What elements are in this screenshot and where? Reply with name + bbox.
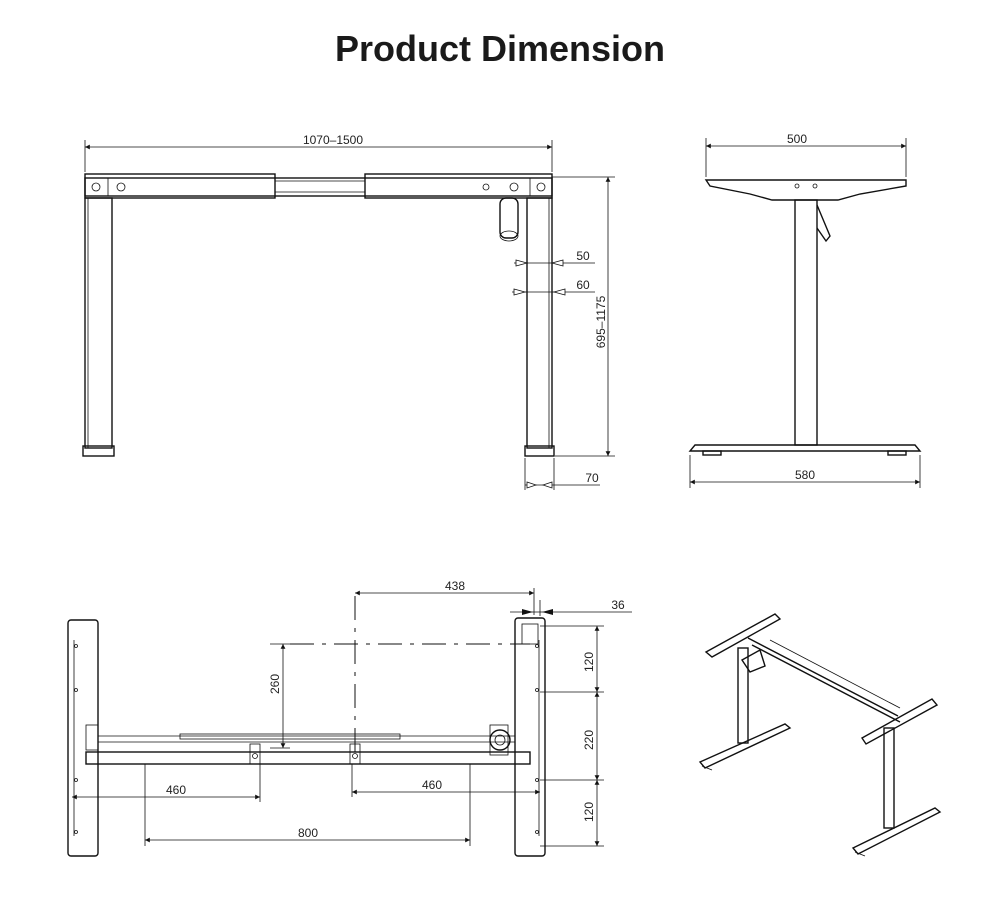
dim-leg-outer: 50 — [576, 249, 590, 263]
dim-width-range: 1070–1500 — [303, 133, 363, 147]
top-view: 438 36 260 120 220 120 460 460 — [67, 579, 632, 857]
front-foot-left — [82, 445, 115, 457]
dim-260: 260 — [268, 674, 282, 694]
dim-base-width: 580 — [795, 468, 815, 482]
top-foot-left — [67, 619, 99, 857]
side-foot — [688, 444, 922, 452]
isometric-view — [698, 613, 942, 857]
front-bracket-left — [84, 173, 276, 199]
dim-36: 36 — [611, 598, 625, 612]
side-leg — [794, 199, 818, 446]
dim-foot-width: 70 — [585, 471, 599, 485]
iso-foot-left — [698, 723, 792, 769]
dim-460-right: 460 — [422, 778, 442, 792]
front-leg-left — [84, 197, 113, 449]
dim-120-bottom: 120 — [582, 802, 596, 822]
dim-height-range: 695–1175 — [594, 295, 608, 348]
dim-leg-inner: 60 — [576, 278, 590, 292]
front-view: 1070–1500 695–1175 50 60 70 — [82, 133, 615, 490]
front-bracket-right — [364, 173, 553, 199]
dim-460-left: 460 — [166, 783, 186, 797]
top-crossbar — [85, 751, 531, 765]
dim-800: 800 — [298, 826, 318, 840]
iso-top-bracket-left — [704, 613, 782, 658]
iso-leg-right — [883, 727, 895, 829]
iso-motor — [740, 648, 766, 673]
page-title: Product Dimension — [334, 28, 666, 69]
dim-438: 438 — [445, 579, 465, 593]
side-view: 500 580 — [688, 132, 922, 488]
front-foot-right — [524, 445, 555, 457]
side-motor — [816, 204, 831, 243]
top-foot-right — [514, 617, 546, 857]
front-motor — [499, 197, 519, 239]
top-motor — [489, 729, 511, 751]
side-top-bracket — [704, 179, 907, 201]
dim-top-width: 500 — [787, 132, 807, 146]
front-leg-right — [526, 197, 553, 449]
iso-foot-right — [851, 807, 942, 855]
iso-top-bracket-right — [860, 698, 939, 745]
iso-beam — [747, 637, 899, 717]
dim-120-top: 120 — [582, 652, 596, 672]
dim-220: 220 — [582, 730, 596, 750]
